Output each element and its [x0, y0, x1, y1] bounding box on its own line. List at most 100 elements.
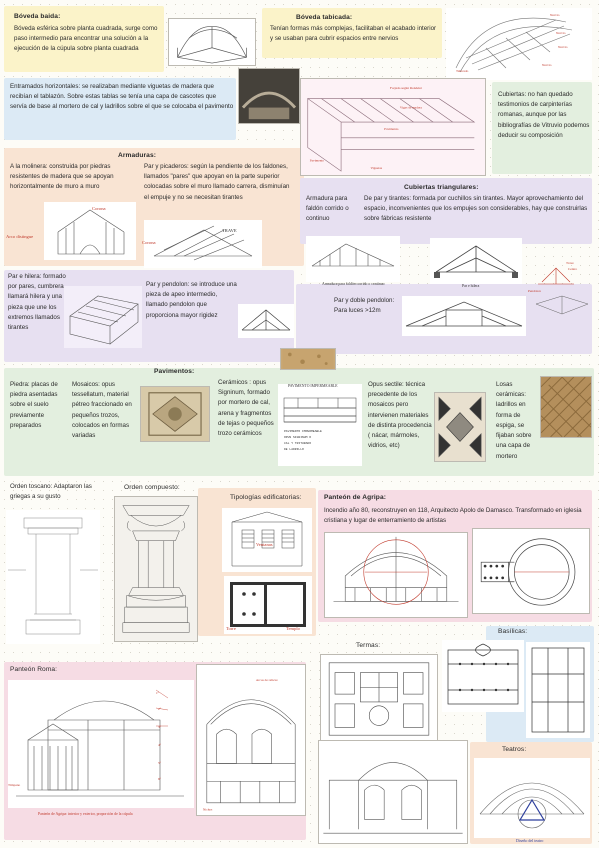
panteon-nota: Panteón de Agripa: interior y exterior, …: [38, 812, 133, 816]
losas-text: Losas cerámicas: ladrillos en forma de e…: [496, 381, 532, 460]
orden-toscano-drawing: [6, 510, 100, 644]
panel-boveda-baida: [4, 6, 164, 72]
ceramico-section-drawing: PAVIMENTO IMPERMEABLE OPUS SIGNINUM O CA…: [278, 384, 362, 466]
par-picaderos-drawing: [144, 220, 262, 268]
par-pendolon-text: Par y pendolon: se introduce una pieza d…: [146, 281, 237, 319]
orden-toscano-text: Orden toscano: Adaptaron las griegas a s…: [10, 483, 92, 501]
svg-text:Nichos: Nichos: [203, 808, 213, 812]
svg-text:2ª: 2ª: [158, 707, 161, 711]
par-hilera-drawing: [430, 238, 522, 284]
trave-label: TRAVE: [222, 228, 237, 233]
mosaico-photo: [140, 386, 210, 442]
armadura-faldon-drawing: [306, 236, 400, 282]
armadura-faldon-text: Armadura para faldón corrido o continuo: [306, 195, 349, 223]
par-picaderos-text: Par y picaderos: según la pendiente de l…: [144, 163, 290, 201]
doble-pendolon-drawing: [402, 296, 526, 336]
tipologia-plan: [224, 576, 312, 634]
panel-cubiertas: [492, 82, 592, 174]
pavimento-photo-top: [280, 348, 336, 370]
termas-section-drawing: [318, 740, 468, 844]
svg-text:DE LADRILLO: DE LADRILLO: [284, 448, 304, 451]
par-tirantes-text: De par y tirantes: formada por cuchillos…: [364, 195, 588, 223]
panteon-plan-drawing: [472, 528, 590, 614]
svg-text:PAVIMENTO IMPERMEABLE: PAVIMENTO IMPERMEABLE: [284, 430, 322, 433]
svg-text:Trave: Trave: [566, 261, 574, 265]
par-pendolon-drawing: [238, 304, 294, 338]
panel-entramados: [4, 78, 236, 140]
piedra-text: Piedra: placas de piedra asentadas sobre…: [10, 381, 58, 429]
armaduras-title: Armaduras:: [118, 152, 157, 159]
svg-text:Nervio: Nervio: [542, 63, 552, 67]
svg-text:Arcos de relieve: Arcos de relieve: [256, 678, 278, 682]
termas-plan-drawing: [320, 654, 438, 744]
svg-text:CAL Y TRITURADO: CAL Y TRITURADO: [284, 442, 311, 445]
molinera-text: A la molinera: construida por piedras re…: [10, 163, 114, 191]
svg-text:Nervio: Nervio: [550, 13, 560, 17]
basilica-plan-2-drawing: [526, 642, 590, 738]
svg-text:Tabicado: Tabicado: [456, 69, 469, 73]
par-hilera-caption: Par e hilera: [462, 284, 480, 288]
panteon-agripa-text: Incendio año 80, reconstruyen en 118, Ar…: [324, 507, 582, 525]
teatros-title: Teatros:: [502, 746, 527, 753]
par-hilera-text: Par e hilera: formado por pares, cumbrer…: [8, 273, 66, 332]
templo-label: Templo: [286, 626, 300, 631]
svg-text:Viguetas: Viguetas: [370, 166, 382, 170]
ventanas-label: Ventanas: [256, 542, 273, 547]
svg-text:Pavimento: Pavimento: [310, 158, 325, 162]
panteon-agripa-title: Panteón de Agripa:: [324, 494, 387, 501]
boveda-baida-drawing: [168, 18, 256, 66]
svg-text:3ª: 3ª: [158, 725, 161, 729]
orden-compuesto-drawing: [114, 496, 198, 642]
sectile-text: Opus sectile: técnica precedente de los …: [368, 381, 432, 450]
svg-text:Nervio: Nervio: [558, 45, 568, 49]
par-hilera-sketch: [64, 286, 142, 348]
boveda-tabicada-title: Bóveda tabicada:: [296, 14, 353, 21]
svg-text:1ª: 1ª: [156, 691, 159, 695]
panteon-roma-drawing: 1ª 2ª 3ª 4ª 5ª 6ª Tímpano: [8, 680, 194, 808]
teatro-plan-drawing: [474, 758, 590, 838]
sectile-photo: [434, 392, 486, 462]
svg-text:Pavimento: Pavimento: [384, 127, 399, 131]
entramado-drawing: Forjado según Rondelet Vigas de madera P…: [300, 78, 486, 176]
svg-text:Forjado según Rondelet: Forjado según Rondelet: [390, 86, 422, 90]
cubiertas-text: Cubiertas: no han quedado testimonios de…: [498, 91, 590, 139]
termas-title: Termas:: [356, 642, 381, 649]
svg-text:Tímpano: Tímpano: [8, 783, 21, 787]
tipologias-title: Tipologías edificatorias:: [230, 494, 302, 501]
arco-label: Arco distingue: [6, 234, 34, 239]
cubiertas-triangulares-title: Cubiertas triangulares:: [404, 184, 479, 191]
entramados-text: Entramados horizontales: se realizaban m…: [10, 83, 234, 111]
pavimentos-title: Pavimentos:: [154, 368, 195, 375]
panteon-roma-title: Panteón Roma:: [10, 666, 58, 673]
torre-label: Torre: [226, 626, 236, 631]
basilicas-title: Basílicas:: [498, 628, 528, 635]
svg-text:4ª: 4ª: [158, 743, 161, 747]
corona-label: Corona: [92, 206, 106, 211]
teatro-caption: Diseño del teatro: [516, 838, 544, 843]
svg-text:6ª: 6ª: [158, 777, 161, 781]
boveda-tabicada-text: Tenían formas más complejas, facilitaban…: [270, 25, 437, 43]
ceramicos-text: Cerámicos : opus Signinum, formado por m…: [218, 379, 274, 438]
panel-boveda-tabicada: [262, 8, 442, 58]
basilica-plan-drawing: [442, 640, 524, 712]
armadura-caption: Armadura para faldón corrido o continuo: [322, 282, 385, 286]
panel-cubiertas-triangulares: [300, 178, 592, 244]
doble-pendolon-text: Par y doble pendolon: Para luces >12m: [334, 297, 395, 315]
svg-text:OPUS SIGNINUM O: OPUS SIGNINUM O: [284, 436, 311, 439]
panteon-section-drawing: [324, 532, 468, 618]
roman-vault-photo: [238, 68, 300, 124]
svg-text:Pendolon: Pendolon: [528, 289, 541, 293]
mosaicos-text: Mosaicos: opus tessellatum, material pét…: [72, 381, 132, 440]
corona2-label: Corona: [142, 240, 156, 245]
losas-photo: [540, 376, 592, 438]
orden-compuesto-title: Orden compuesto:: [124, 484, 180, 491]
svg-text:5ª: 5ª: [158, 761, 161, 765]
boveda-baida-title: Bóveda baida:: [14, 13, 61, 20]
svg-text:Nervio: Nervio: [556, 31, 566, 35]
svg-text:Vigas de madera: Vigas de madera: [400, 105, 423, 109]
pavimento-caption: PAVIMENTO IMPERMEABLE: [288, 384, 338, 388]
svg-text:Centro: Centro: [568, 267, 578, 271]
